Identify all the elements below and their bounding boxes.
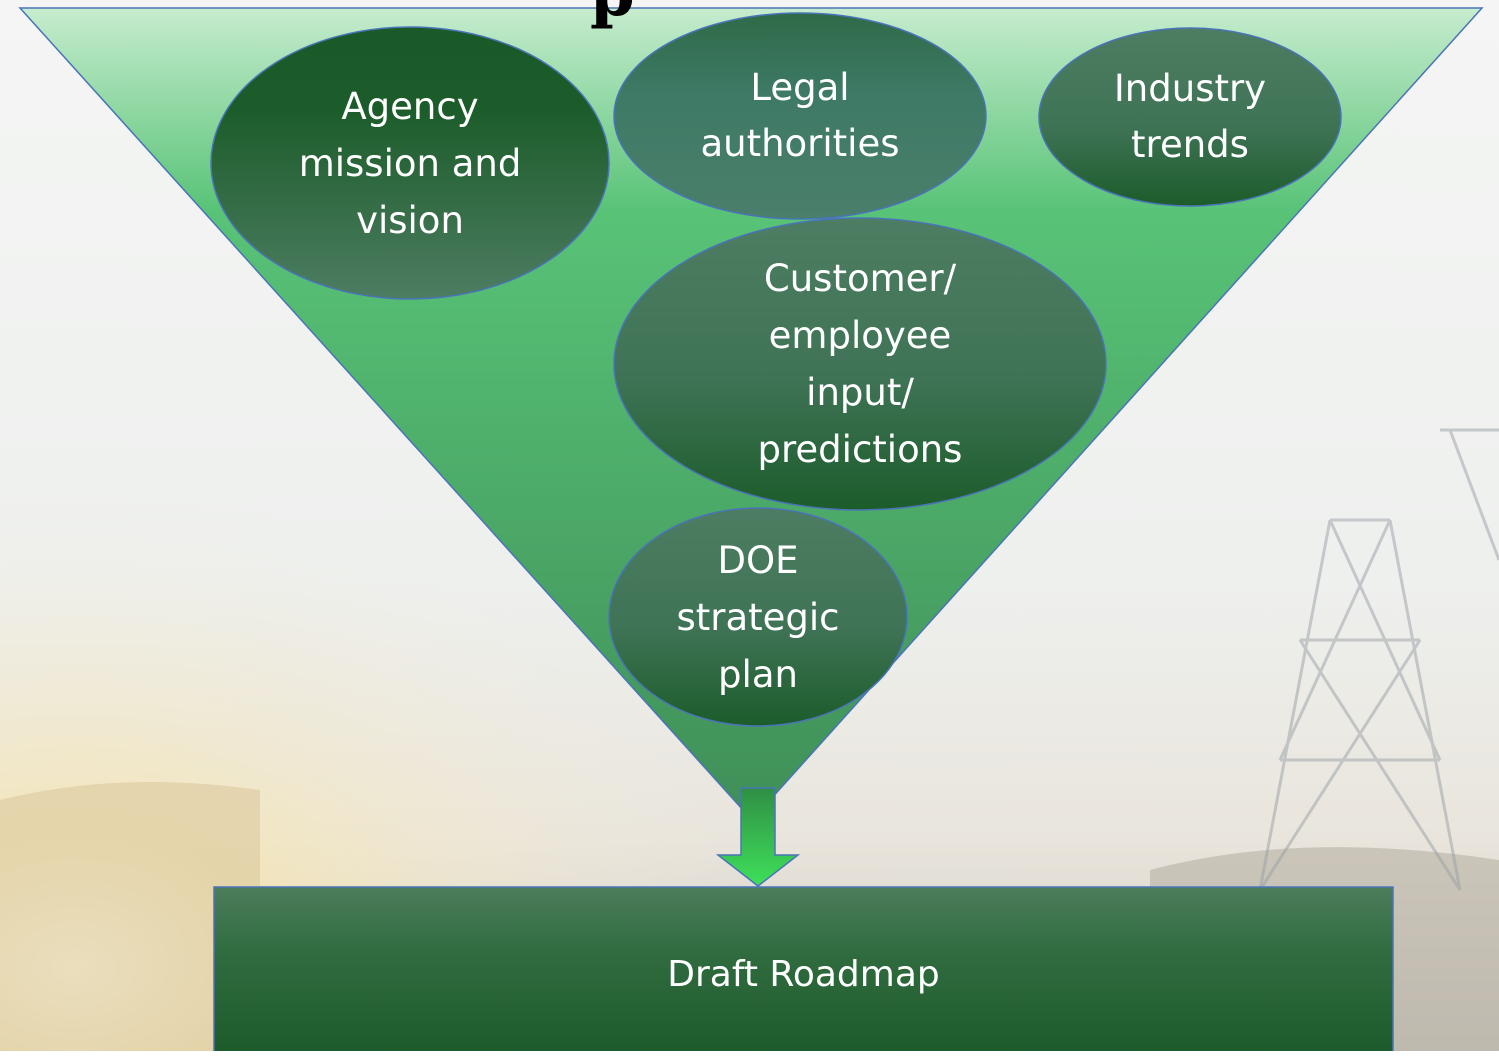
ellipse-doe-plan [608,507,908,727]
label-doe-plan: DOE strategic plan [676,538,840,696]
ellipse-agency-mission [210,26,610,300]
draft-roadmap-box: Draft Roadmap [214,887,1393,1051]
roadmap-box-shape [213,886,1394,1056]
ellipse-customer-input [613,217,1107,511]
ellipse-industry-trends [1038,27,1342,207]
draft-roadmap-label: Draft Roadmap [667,953,940,995]
label-industry-trends: Industry trends [1113,67,1267,166]
label-agency-mission: Agency mission and vision [298,84,522,242]
power-tower-graphic [1258,428,1499,891]
title-fragment: p [590,0,635,31]
label-customer-input: Customer/ employee input/ predictions [757,257,963,471]
down-arrow [715,787,801,887]
background-hill [0,782,260,1051]
label-legal-authorities: Legal authorities [700,66,900,165]
ellipse-legal-authorities [613,12,987,220]
